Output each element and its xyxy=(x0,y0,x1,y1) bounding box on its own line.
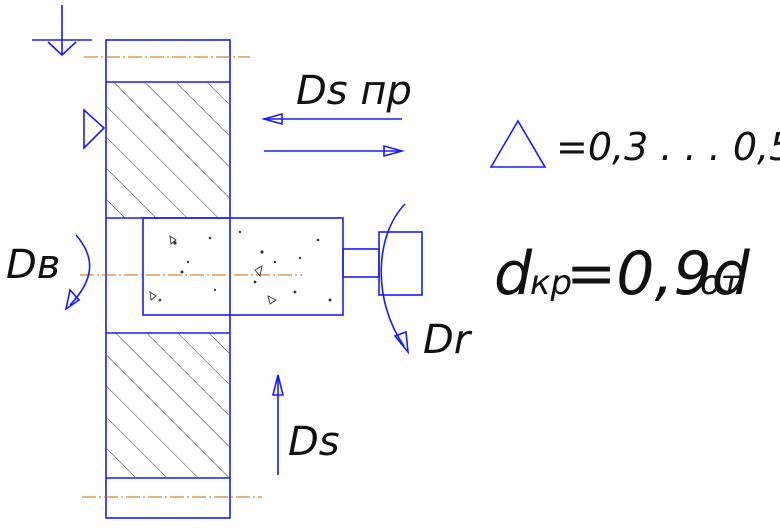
formula-mid: =0,9d xyxy=(566,239,751,309)
datum-triangle-icon xyxy=(83,108,106,150)
grinding-wheel xyxy=(105,39,231,519)
label-dr: Dr xyxy=(423,317,473,363)
spindle-head xyxy=(378,231,423,296)
db-rotation-arrow xyxy=(64,234,91,311)
workpiece-texture xyxy=(149,230,332,305)
dr-rotation-arrow xyxy=(380,203,410,355)
ds-pr-arrows xyxy=(261,112,405,158)
label-db: Dв xyxy=(6,242,60,288)
formula-main: d xyxy=(494,239,533,309)
formula-sub1: кр xyxy=(530,263,572,303)
formula: d кр =0,9d от xyxy=(494,239,751,309)
ds-arrow xyxy=(271,374,285,475)
label-ds: Ds xyxy=(288,419,340,465)
spindle-neck xyxy=(342,248,380,278)
label-ds-pr: Ds пр xyxy=(296,68,412,114)
reference-arrow-icon xyxy=(32,5,92,57)
formula-sub2: от xyxy=(700,263,742,303)
tolerance-triangle-icon xyxy=(489,119,547,168)
label-tolerance: =0,3 . . . 0,5 xyxy=(556,125,780,169)
hatched-section-top xyxy=(107,83,229,218)
workpiece xyxy=(142,217,423,316)
hatched-section-bottom xyxy=(107,333,229,477)
